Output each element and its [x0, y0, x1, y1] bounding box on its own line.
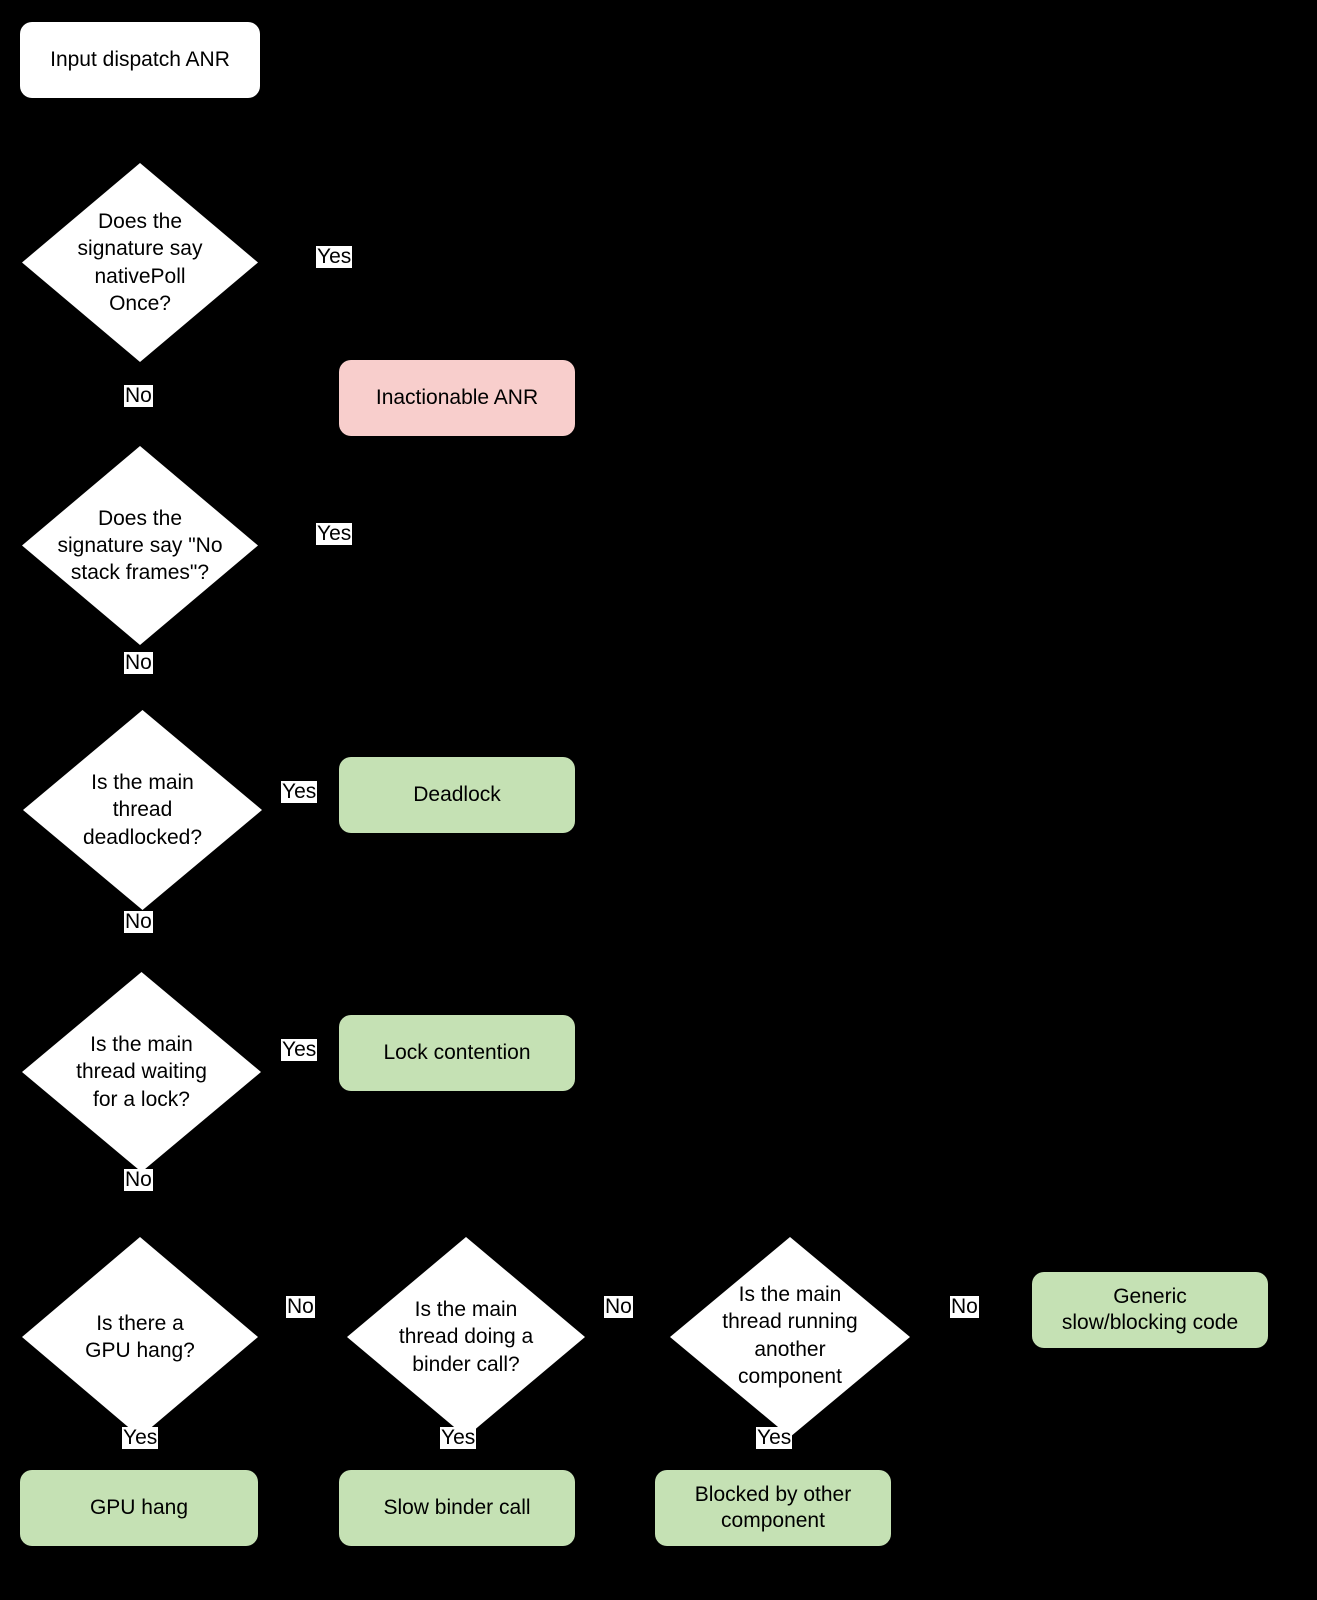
edge-label-q3-yes: Yes — [281, 780, 318, 804]
node-gpu-hang[interactable]: GPU hang — [20, 1470, 258, 1546]
decision-label: Is the main thread running another compo… — [722, 1283, 858, 1388]
decision-main-thread-deadlocked[interactable]: Is the main thread deadlocked? — [23, 710, 262, 910]
edge-label-q2-yes: Yes — [316, 522, 353, 546]
decision-gpu-hang[interactable]: Is there a GPU hang? — [22, 1237, 258, 1437]
decision-label: Is there a GPU hang? — [85, 1311, 195, 1362]
decision-label: Is the main thread waiting for a lock? — [76, 1033, 207, 1111]
edge-label-q7-yes: Yes — [756, 1426, 793, 1450]
edge-label-q3-no: No — [124, 910, 153, 934]
decision-running-another-component[interactable]: Is the main thread running another compo… — [670, 1237, 910, 1437]
edge-label-q2-no: No — [124, 651, 153, 675]
decision-label: Does the signature say nativePoll Once? — [77, 209, 203, 315]
edge-label-q6-no: No — [604, 1295, 633, 1319]
decision-label: Is the main thread deadlocked? — [82, 771, 203, 849]
decision-label: Does the signature say "No stack frames"… — [57, 506, 223, 585]
node-slow-binder-call[interactable]: Slow binder call — [339, 1470, 575, 1546]
decision-label: Is the main thread doing a binder call? — [398, 1298, 534, 1376]
node-inactionable-anr[interactable]: Inactionable ANR — [339, 360, 575, 436]
node-input-dispatch-anr[interactable]: Input dispatch ANR — [20, 22, 260, 98]
edge-label-q1-yes: Yes — [316, 245, 353, 269]
edge-label-q1-no: No — [124, 384, 153, 408]
edge-label-q5-no: No — [286, 1295, 315, 1319]
node-blocked-by-other-component[interactable]: Blocked by other component — [655, 1470, 891, 1546]
edge-label-q5-yes: Yes — [122, 1426, 159, 1450]
decision-main-thread-waiting-for-lock[interactable]: Is the main thread waiting for a lock? — [22, 972, 261, 1172]
edge-label-q6-yes: Yes — [440, 1426, 477, 1450]
decision-no-stack-frames[interactable]: Does the signature say "No stack frames"… — [22, 446, 258, 645]
decision-native-poll-once[interactable]: Does the signature say nativePoll Once? — [22, 163, 258, 362]
arrowhead-binder-yes — [455, 1407, 477, 1422]
decision-binder-call[interactable]: Is the main thread doing a binder call? — [347, 1237, 585, 1437]
edge-label-q4-yes: Yes — [281, 1038, 318, 1062]
arrowhead-gpu-yes — [129, 1407, 151, 1422]
node-lock-contention[interactable]: Lock contention — [339, 1015, 575, 1091]
edge-label-q7-no: No — [950, 1295, 979, 1319]
edge-label-q4-no: No — [124, 1168, 153, 1192]
node-deadlock[interactable]: Deadlock — [339, 757, 575, 833]
node-generic-slow-blocking-code[interactable]: Generic slow/blocking code — [1032, 1272, 1268, 1348]
arrowhead-component-yes — [762, 1407, 784, 1422]
